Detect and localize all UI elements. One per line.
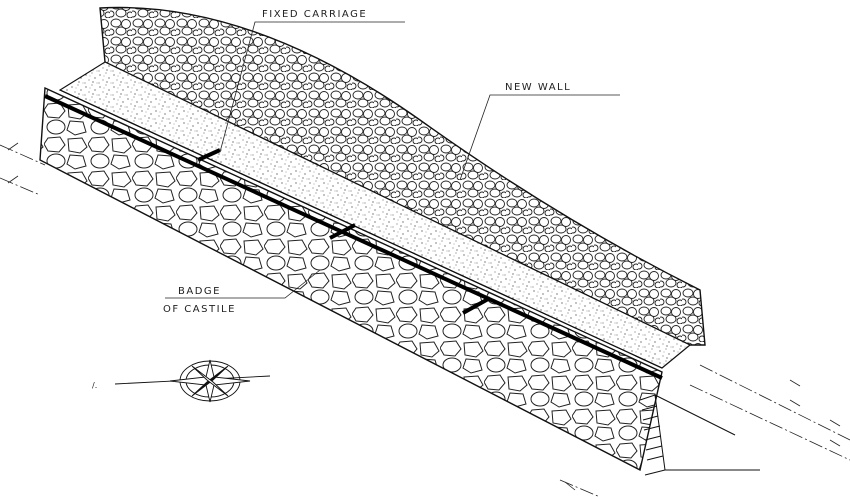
- dimension-ticks: [7, 142, 841, 491]
- compass-rose-icon: /.: [92, 359, 271, 403]
- label-badge-line1: BADGE: [178, 286, 221, 297]
- front-stone-face: [39, 86, 663, 472]
- walkway-edge: [59, 89, 663, 369]
- stairs: [639, 394, 760, 476]
- label-fixed-carriage: FIXED CARRIAGE: [262, 9, 367, 20]
- fixed-carriage-marks: [197, 148, 491, 315]
- svg-text:/.: /.: [92, 381, 97, 390]
- label-new-wall: NEW WALL: [505, 82, 571, 93]
- coping-band: [44, 94, 663, 380]
- label-badge-line2: OF CASTILE: [163, 304, 236, 315]
- new-wall-back: [99, 6, 706, 346]
- leader-lines: [165, 21, 620, 299]
